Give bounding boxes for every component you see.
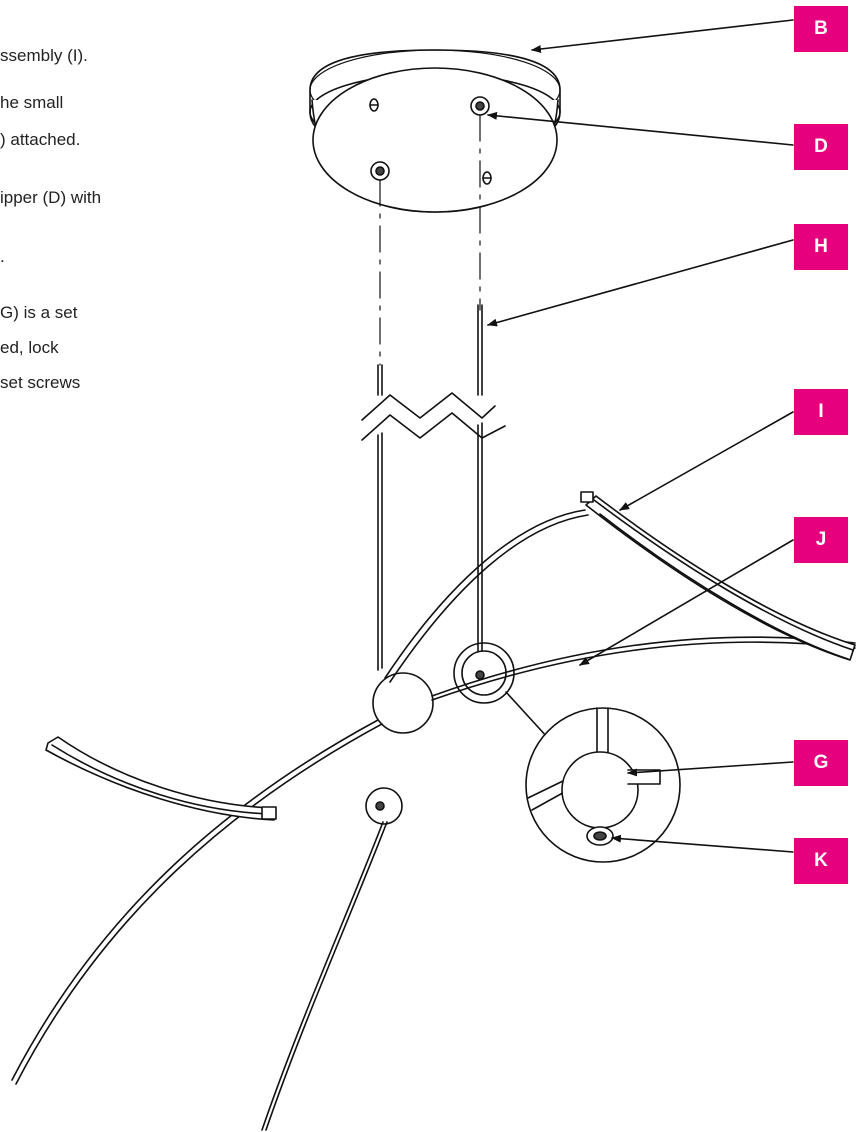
instruction-line-3: ) attached. [0, 130, 81, 149]
callout-b: B [794, 6, 848, 52]
shade-lower [45, 736, 277, 821]
canopy [309, 49, 561, 213]
callout-arrows [487, 19, 794, 853]
instruction-line-5: . [0, 247, 5, 266]
instruction-line-6: G) is a set [0, 303, 78, 322]
callout-i: I [794, 389, 848, 435]
instruction-line-2: he small [0, 93, 64, 112]
shade-upper [580, 491, 856, 661]
callout-h: H [794, 224, 848, 270]
callout-k: K [794, 838, 848, 884]
hub [365, 650, 507, 825]
detail-view [453, 642, 681, 863]
callout-g: G [794, 740, 848, 786]
arms [11, 509, 856, 1131]
suspension-cables [361, 304, 506, 671]
instruction-line-4: ipper (D) with [0, 188, 102, 207]
instruction-line-8: set screws [0, 373, 81, 392]
instruction-line-7: ed, lock [0, 338, 59, 357]
callout-d: D [794, 124, 848, 170]
instruction-line-1: ssembly (I). [0, 46, 88, 65]
callout-j: J [794, 517, 848, 563]
